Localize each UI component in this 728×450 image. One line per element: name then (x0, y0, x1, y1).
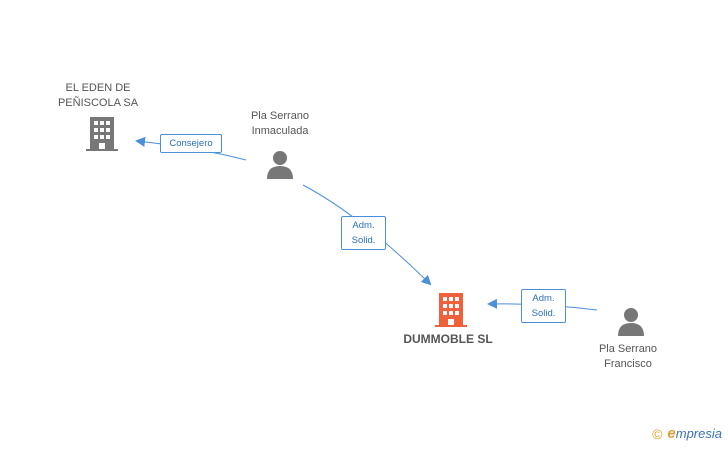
edge-label-line: Solid. (531, 308, 556, 319)
node-label-line: PEÑISCOLA SA (57, 97, 139, 109)
copyright-symbol: © (652, 425, 663, 442)
node-label-line: Pla Serrano (250, 110, 310, 122)
node-label-line: DUMMOBLE SL (403, 332, 493, 346)
edge-label-line: Solid. (351, 235, 376, 246)
brand-e: e (667, 425, 676, 442)
node-label-dummoble: DUMMOBLE SL (388, 332, 508, 347)
node-label-inmaculada: Pla Serrano Inmaculada (220, 109, 340, 139)
person-icon[interactable] (265, 149, 295, 179)
edge-label-adm-solid-1[interactable]: Adm. Solid. (341, 216, 386, 250)
edge-label-line: Consejero (169, 138, 213, 149)
node-label-line: Pla Serrano (598, 343, 658, 355)
node-label-eden: EL EDEN DE PEÑISCOLA SA (38, 81, 158, 111)
building-icon[interactable] (86, 117, 118, 151)
node-label-line: Inmaculada (251, 125, 309, 137)
brand-wordmark: empresia (667, 425, 722, 442)
node-label-line: Francisco (604, 358, 652, 370)
brand-name: mpresia (675, 426, 722, 441)
person-icon[interactable] (616, 306, 646, 336)
edge-label-line: Adm. (352, 220, 375, 231)
brand-logo: © empresia (652, 425, 722, 442)
edge-label-consejero[interactable]: Consejero (160, 134, 222, 153)
node-label-line: EL EDEN DE (65, 82, 131, 94)
edge-label-adm-solid-2[interactable]: Adm. Solid. (521, 289, 566, 323)
edge-label-line: Adm. (532, 293, 555, 304)
building-icon[interactable] (435, 293, 467, 327)
node-label-francisco: Pla Serrano Francisco (568, 342, 688, 372)
